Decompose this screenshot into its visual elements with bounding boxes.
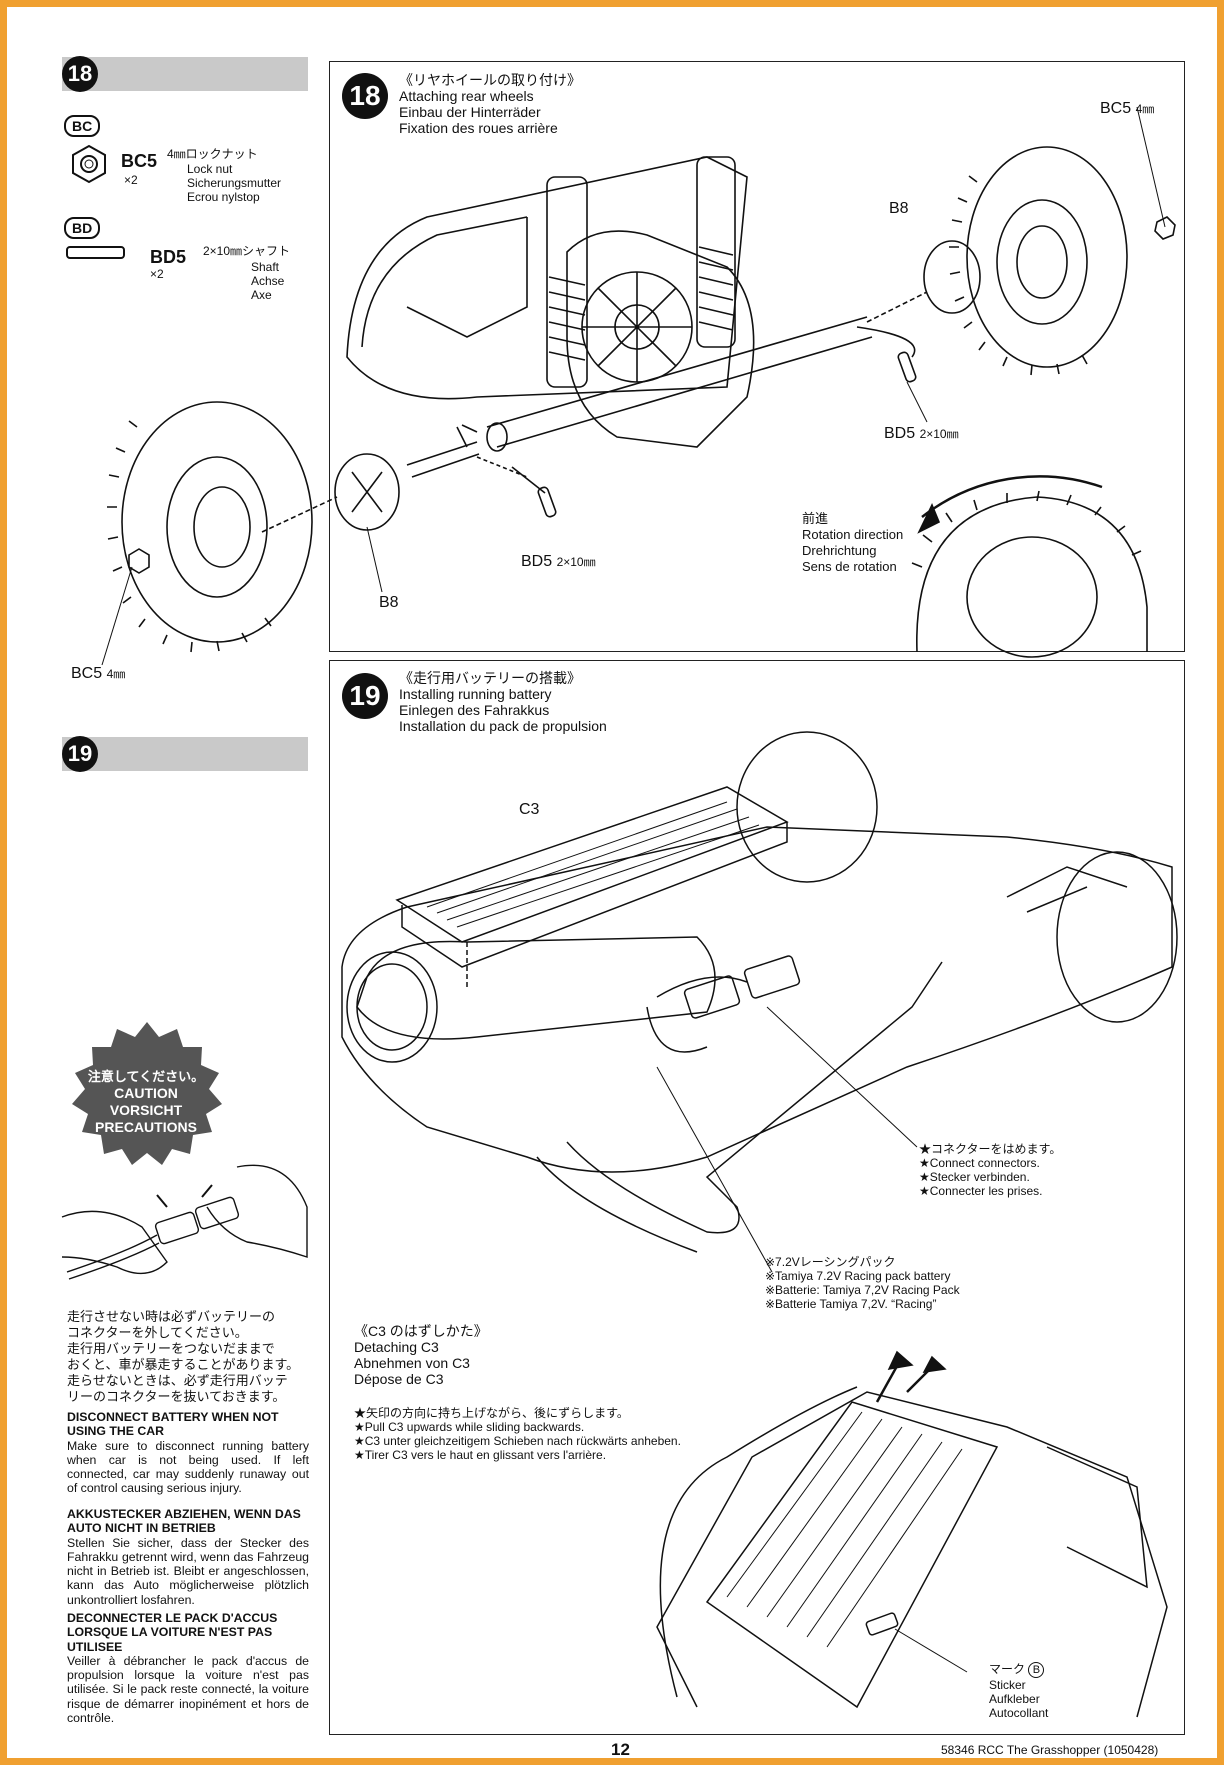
bc5-names: Lock nut Sicherungsmutter Ecrou nylstop — [187, 162, 282, 204]
bd5-right-label: BD5 2×10㎜ — [884, 425, 959, 442]
caution-de-body: Stellen Sie sicher, dass der Stecker des… — [67, 1535, 309, 1607]
bc5-top-label: BC5 4㎜ — [1100, 100, 1155, 117]
bd5-part-code: BD5 — [150, 247, 187, 267]
step18-number: 18 — [67, 61, 93, 86]
detach-c3-titles: 《C3 のはずしかた》 Detaching C3 Abnehmen von C3… — [354, 1323, 488, 1387]
bd5-names: Shaft Achse Axe — [251, 260, 285, 302]
left-bc5-nut — [128, 548, 150, 574]
caution-en-heading: DISCONNECT BATTERY WHEN NOT USING THE CA… — [67, 1410, 279, 1439]
bc5-left-label: BC5 4㎜ — [71, 665, 126, 682]
bd5-left-label: BD5 2×10㎜ — [521, 553, 596, 570]
step18-panel-badge: 18 — [342, 73, 388, 119]
bag-bd-label: BD — [64, 217, 101, 239]
step18-title-jp: 《リヤホイールの取り付け》 — [399, 72, 581, 88]
sticker-mark-circle: B — [1028, 1662, 1045, 1678]
caution-fr-block: DECONNECTER LE PACK D'ACCUS LORSQUE LA V… — [67, 1611, 309, 1725]
detach-c3-title-jp: 《C3 のはずしかた》 — [354, 1323, 488, 1339]
step19-titles: 《走行用バッテリーの搭載》 Installing running battery… — [399, 670, 607, 734]
bd5-size-jp: 2×10㎜シャフト — [203, 244, 291, 258]
step19-number: 19 — [67, 741, 93, 766]
bc5-part-code: BC5 — [121, 151, 158, 171]
bd5-qty: ×2 — [150, 267, 164, 281]
step18-header-bar — [62, 57, 308, 91]
bag-bc-label: BC — [64, 115, 101, 137]
step18-number-badge: 18 — [62, 56, 98, 92]
caution-jp-text: 走行させない時は必ずバッテリーの コネクターを外してください。 走行用バッテリー… — [67, 1309, 300, 1404]
c3-label: C3 — [519, 801, 540, 818]
detach-c3-notes: ★矢印の方向に持ち上げながら、後にずらします。 ★Pull C3 upwards… — [354, 1406, 681, 1462]
step19-number-badge: 19 — [62, 736, 98, 772]
caution-fr-heading: DECONNECTER LE PACK D'ACCUS LORSQUE LA V… — [67, 1611, 278, 1654]
caution-badge-text: 注意してください。 CAUTION VORSICHT PRECAUTIONS — [87, 1069, 205, 1135]
step19-panel — [329, 660, 1185, 1735]
bc5-qty: ×2 — [124, 173, 138, 187]
bc5-size-jp: 4㎜ロックナット — [167, 147, 258, 161]
caution-de-heading: AKKUSTECKER ABZIEHEN, WENN DAS AUTO NICH… — [67, 1507, 301, 1536]
battery-type-note: ※7.2Vレーシングパック ※Tamiya 7.2V Racing pack b… — [765, 1255, 960, 1311]
lock-nut-icon — [72, 144, 106, 184]
step18-panel — [329, 61, 1185, 652]
step18-titles: 《リヤホイールの取り付け》 Attaching rear wheels Einb… — [399, 72, 581, 136]
caution-en-body: Make sure to disconnect running battery … — [67, 1438, 309, 1496]
b8-top-label: B8 — [889, 200, 909, 217]
caution-en-block: DISCONNECT BATTERY WHEN NOT USING THE CA… — [67, 1410, 309, 1496]
model-footer: 58346 RCC The Grasshopper (1050428) — [941, 1743, 1159, 1757]
rotation-direction-text: 前進 Rotation direction Drehrichtung Sens … — [802, 511, 904, 574]
step19-panel-badge: 19 — [342, 673, 388, 719]
b8-left-label: B8 — [379, 594, 399, 611]
step19-title-jp: 《走行用バッテリーの搭載》 — [399, 670, 581, 686]
left-rear-wheel — [121, 401, 313, 643]
connect-connectors-note: ★コネクターをはめます。 ★Connect connectors. ★Steck… — [919, 1142, 1062, 1198]
shaft-icon — [66, 246, 125, 259]
page-number: 12 — [611, 1740, 630, 1759]
caution-fr-body: Veiller à débrancher le pack d'accus de … — [67, 1653, 309, 1726]
step19-header-bar — [62, 737, 308, 771]
caution-de-block: AKKUSTECKER ABZIEHEN, WENN DAS AUTO NICH… — [67, 1507, 309, 1607]
unplug-hands-illustration — [61, 1164, 308, 1280]
sticker-note: マーク B Sticker Aufkleber Autocollant — [989, 1662, 1049, 1720]
